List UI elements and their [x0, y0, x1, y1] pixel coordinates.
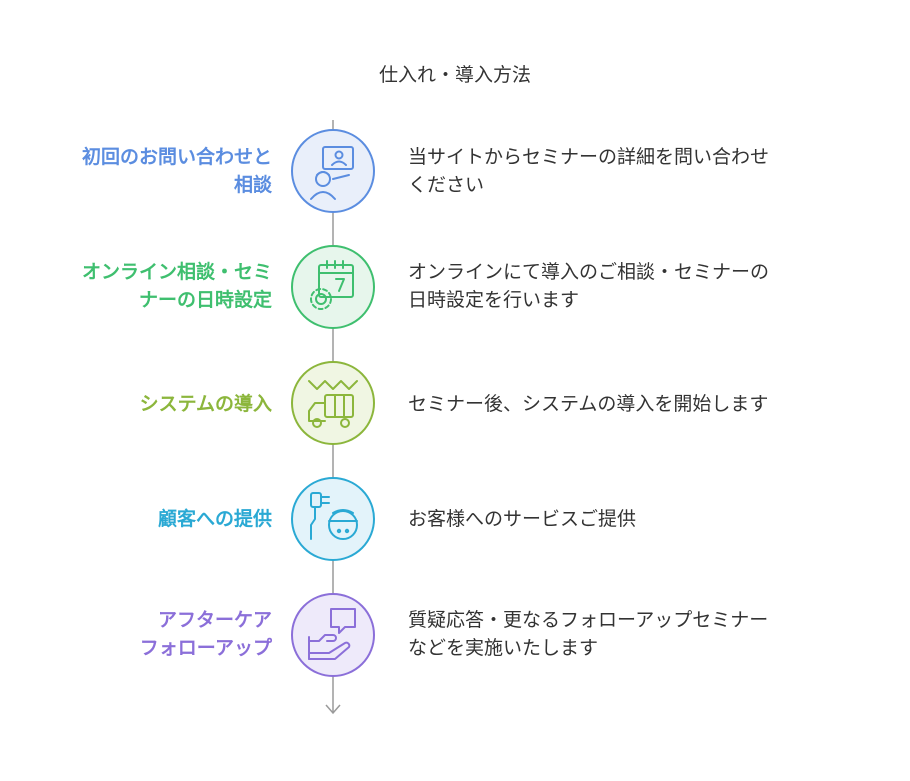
step-5-title-line-1: アフターケア: [157, 609, 272, 631]
step-2-description: オンラインにて導入のご相談・セミナーの 日時設定を行います: [408, 258, 878, 314]
diagram-title: 仕入れ・導入方法: [378, 64, 531, 86]
step-5-description: 質疑応答・更なるフォローアップセミナー などを実施いたします: [408, 606, 878, 662]
step-3-title-line-1: システムの導入: [139, 393, 272, 415]
timeline-arrow-icon: [325, 704, 341, 715]
step-1-presenter-icon: [291, 129, 375, 213]
step-5-desc-line-2: などを実施いたします: [408, 637, 599, 659]
step-4-desc-line-1: お客様へのサービスご提供: [408, 508, 637, 530]
step-1-title-line-1: 初回のお問い合わせと: [81, 146, 272, 168]
step-2-title-line-2: ナーの日時設定: [138, 289, 272, 311]
step-4-title-line-1: 顧客への提供: [157, 508, 272, 530]
step-4-customer-service-icon: [291, 477, 375, 561]
step-1-title: 初回のお問い合わせと 相談: [12, 143, 272, 199]
step-1-desc-line-1: 当サイトからセミナーの詳細を問い合わせ: [408, 146, 770, 168]
step-2-desc-line-1: オンラインにて導入のご相談・セミナーの: [408, 261, 770, 283]
step-1-title-line-2: 相談: [233, 174, 272, 196]
step-2-calendar-gear-icon: [291, 245, 375, 329]
step-3-title: システムの導入: [12, 390, 272, 418]
step-4-description: お客様へのサービスご提供: [408, 505, 878, 533]
step-2-desc-line-2: 日時設定を行います: [408, 289, 580, 311]
step-2-title-line-1: オンライン相談・セミ: [81, 261, 272, 283]
step-5-desc-line-1: 質疑応答・更なるフォローアップセミナー: [408, 609, 769, 631]
step-2-title: オンライン相談・セミ ナーの日時設定: [12, 258, 272, 314]
step-1-desc-line-2: ください: [408, 174, 485, 196]
step-5-title-line-2: フォローアップ: [139, 637, 272, 659]
step-3-delivery-truck-icon: [291, 361, 375, 445]
step-1-description: 当サイトからセミナーの詳細を問い合わせ ください: [408, 143, 878, 199]
step-3-desc-line-1: セミナー後、システムの導入を開始します: [408, 393, 769, 415]
step-4-title: 顧客への提供: [12, 505, 272, 533]
step-5-support-chat-icon: [291, 593, 375, 677]
step-5-title: アフターケア フォローアップ: [12, 606, 272, 662]
step-3-description: セミナー後、システムの導入を開始します: [408, 390, 878, 418]
